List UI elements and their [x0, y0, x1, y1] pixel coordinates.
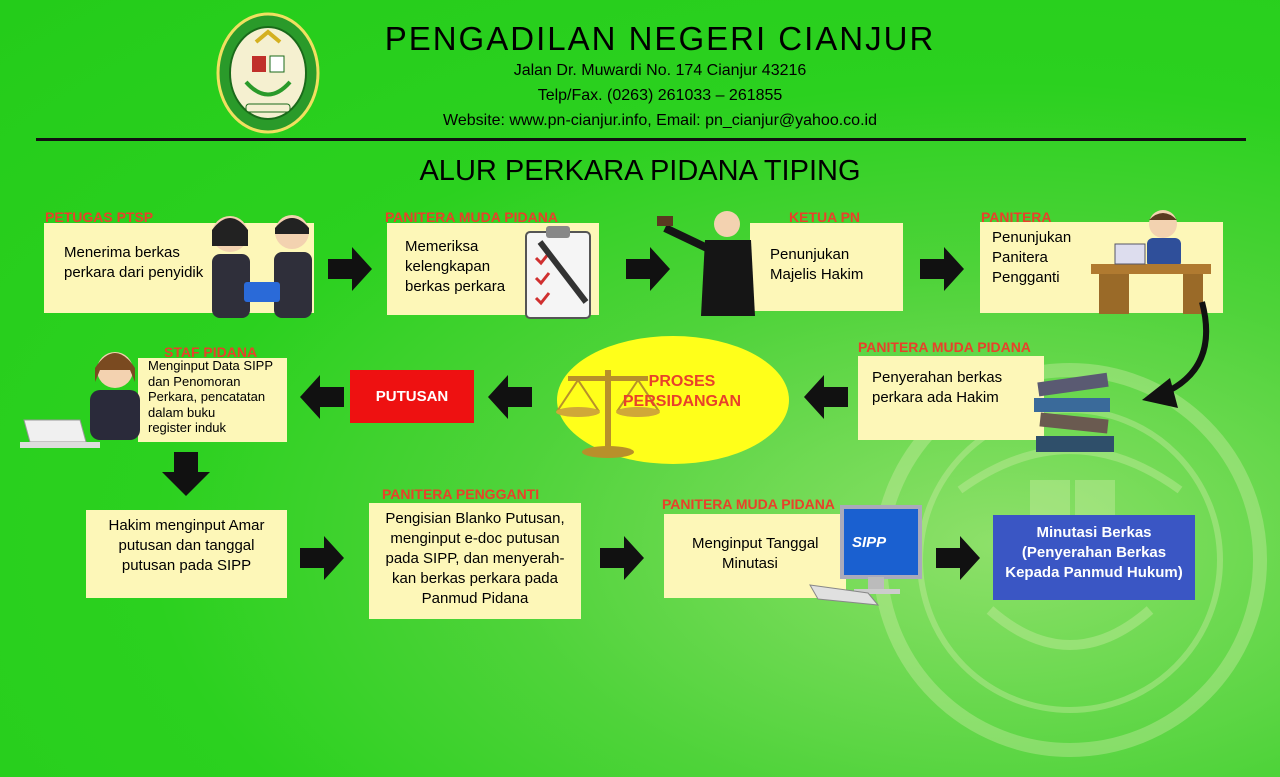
step-menginput-sipp: Menginput Data SIPP dan Penomoran Perkar…	[138, 358, 287, 442]
step-text: Panmud Pidana	[421, 590, 529, 607]
flow-title: ALUR PERKARA PIDANA TIPING	[419, 155, 861, 187]
proses-text: PERSIDANGAN	[622, 393, 742, 410]
step-menginput-tanggal: Menginput Tanggal Minutasi	[664, 514, 846, 598]
arrow-right-icon	[920, 247, 964, 291]
role-label-panmud-pidana: PANITERA MUDA PIDANA	[385, 209, 558, 225]
step-text: Penunjukan	[992, 229, 1072, 246]
step-penunjukan-majelis: Penunjukan Majelis Hakim	[750, 223, 903, 311]
institution-name: PENGADILAN NEGERI CIANJUR	[384, 20, 936, 57]
step-text: Pengganti	[992, 269, 1060, 286]
role-label-staf-pidana: STAF PIDANA	[164, 344, 258, 360]
role-label-petugas-ptsp: PETUGAS PTSP	[45, 209, 154, 225]
header-divider	[36, 138, 1246, 141]
step-text: perkara dari penyidik	[64, 264, 204, 281]
step-text: Memeriksa	[405, 238, 479, 255]
proses-label: PROSES PERSIDANGAN	[592, 372, 772, 412]
clerk-at-desk-icon	[1091, 210, 1211, 314]
step-text: kan berkas perkara pada	[392, 570, 558, 587]
role-label-panmud-pidana-2: PANITERA MUDA PIDANA	[858, 339, 1031, 355]
step-text: Menginput Tanggal	[692, 535, 819, 552]
minutasi-text: Minutasi Berkas	[1036, 524, 1152, 541]
scales-of-justice-icon	[556, 370, 660, 458]
court-logo-icon	[216, 12, 320, 134]
role-label-panmud-pidana-3: PANITERA MUDA PIDANA	[662, 496, 835, 512]
address-line: Jalan Dr. Muwardi No. 174 Cianjur 43216	[513, 62, 807, 79]
proses-persidangan-ellipse	[557, 336, 789, 464]
step-text: menginput e-doc putusan	[390, 530, 560, 547]
arrow-right-icon	[936, 536, 980, 580]
step-text: berkas perkara	[405, 278, 506, 295]
step-pengisian-blanko: Pengisian Blanko Putusan, menginput e-do…	[369, 503, 581, 619]
sipp-screen-label: SIPP	[852, 534, 887, 551]
putusan-box: PUTUSAN	[350, 370, 474, 423]
arrow-left-icon	[804, 375, 848, 419]
step-text: Majelis Hakim	[770, 266, 864, 283]
minutasi-box: Minutasi Berkas (Penyerahan Berkas Kepad…	[993, 515, 1195, 600]
step-text: Perkara, pencatatan	[148, 389, 266, 404]
checklist-clipboard-icon	[525, 226, 591, 319]
proses-text: PROSES	[648, 373, 716, 390]
step-text: Menerima berkas	[64, 244, 180, 261]
step-text: Menginput Data SIPP	[148, 358, 274, 373]
arrow-right-icon	[626, 247, 670, 291]
phone-line: Telp/Fax. (0263) 261033 – 261855	[537, 87, 783, 104]
minutasi-text: Kepada Panmud Hukum)	[1005, 564, 1183, 581]
step-text: putusan pada SIPP	[121, 557, 252, 574]
step-text: Minutasi	[722, 555, 778, 572]
step-text: putusan dan tanggal	[118, 537, 255, 554]
role-label-panitera: PANITERA	[981, 209, 1052, 225]
arrow-left-icon	[488, 375, 532, 419]
step-text: kelengkapan	[405, 258, 491, 275]
step-text: Hakim menginput Amar	[108, 517, 265, 534]
woman-at-laptop-icon	[20, 352, 140, 448]
arrow-down-icon	[162, 452, 210, 496]
role-label-panitera-pengganti: PANITERA PENGGANTI	[382, 486, 540, 502]
curved-arrow-down-icon	[1142, 301, 1210, 408]
arrow-right-icon	[600, 536, 644, 580]
step-text: Penunjukan	[770, 246, 850, 263]
arrow-right-icon	[328, 247, 372, 291]
step-text: perkara ada Hakim	[872, 389, 999, 406]
book-stack-icon	[1034, 372, 1114, 452]
step-text: pada SIPP, dan menyerah-	[385, 550, 565, 567]
step-text: Panitera	[992, 249, 1048, 266]
step-text: register induk	[148, 420, 227, 435]
arrow-right-icon	[300, 536, 344, 580]
judge-gavel-icon	[657, 211, 755, 316]
step-penyerahan-berkas: Penyerahan berkas perkara ada Hakim	[858, 356, 1044, 440]
step-hakim-menginput: Hakim menginput Amar putusan dan tanggal…	[86, 510, 287, 598]
step-text: dan Penomoran	[148, 373, 241, 389]
minutasi-text: (Penyerahan Berkas	[1021, 544, 1167, 561]
web-email-line: Website: www.pn-cianjur.info, Email: pn_…	[443, 112, 877, 129]
handover-people-icon	[212, 215, 312, 318]
step-text: dalam buku	[148, 404, 216, 420]
arrow-left-icon	[300, 375, 344, 419]
role-label-ketua-pn: KETUA PN	[789, 209, 861, 225]
step-text: Pengisian Blanko Putusan,	[385, 510, 565, 527]
computer-sipp-icon	[809, 505, 922, 606]
step-text: Penyerahan berkas	[872, 369, 1003, 386]
